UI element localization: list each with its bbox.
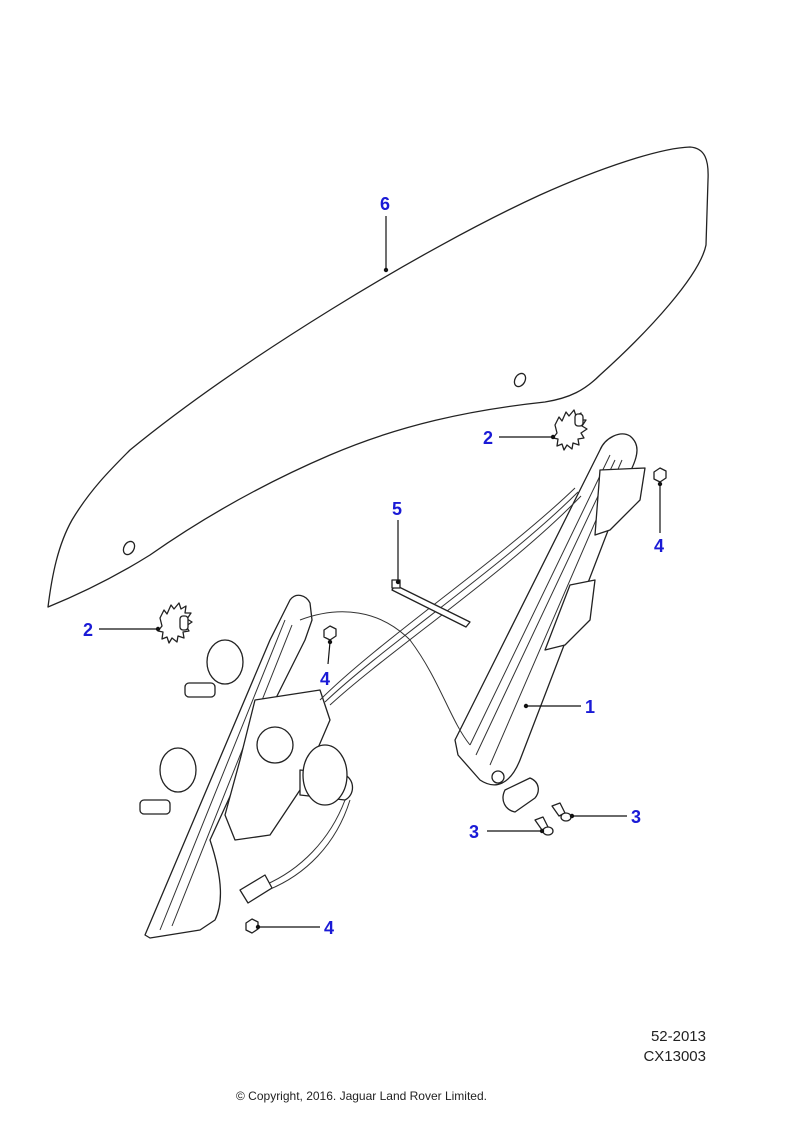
door-glass[interactable]	[47, 146, 709, 608]
illustration-code: CX13003	[643, 1048, 706, 1065]
callout-1[interactable]: 1	[585, 697, 595, 717]
callout-2-upper[interactable]: 2	[483, 428, 493, 448]
cable-clip[interactable]	[391, 579, 471, 628]
callout-4-upper-right[interactable]: 4	[654, 536, 664, 556]
glass-clip-upper[interactable]	[552, 409, 588, 451]
callout-4-middle[interactable]: 4	[320, 669, 330, 689]
glass-hole	[122, 540, 136, 556]
window-regulator[interactable]	[139, 433, 646, 939]
callout-3-left[interactable]: 3	[469, 822, 479, 842]
callout-5[interactable]: 5	[392, 499, 402, 519]
bolt-right[interactable]	[551, 802, 572, 822]
callout-2-left[interactable]: 2	[83, 620, 93, 640]
callout-3-right[interactable]: 3	[631, 807, 641, 827]
bolt-left[interactable]	[534, 816, 554, 836]
callout-leaders	[99, 216, 663, 930]
callout-6[interactable]: 6	[380, 194, 390, 214]
glass-hole	[513, 372, 527, 388]
nut-upper-right[interactable]	[653, 467, 667, 483]
glass-clip-left[interactable]	[157, 602, 193, 644]
copyright-notice: © Copyright, 2016. Jaguar Land Rover Lim…	[236, 1089, 487, 1103]
reference-code: 52-2013	[650, 1028, 706, 1045]
nut-middle[interactable]	[323, 625, 337, 641]
callout-4-lower[interactable]: 4	[324, 918, 334, 938]
